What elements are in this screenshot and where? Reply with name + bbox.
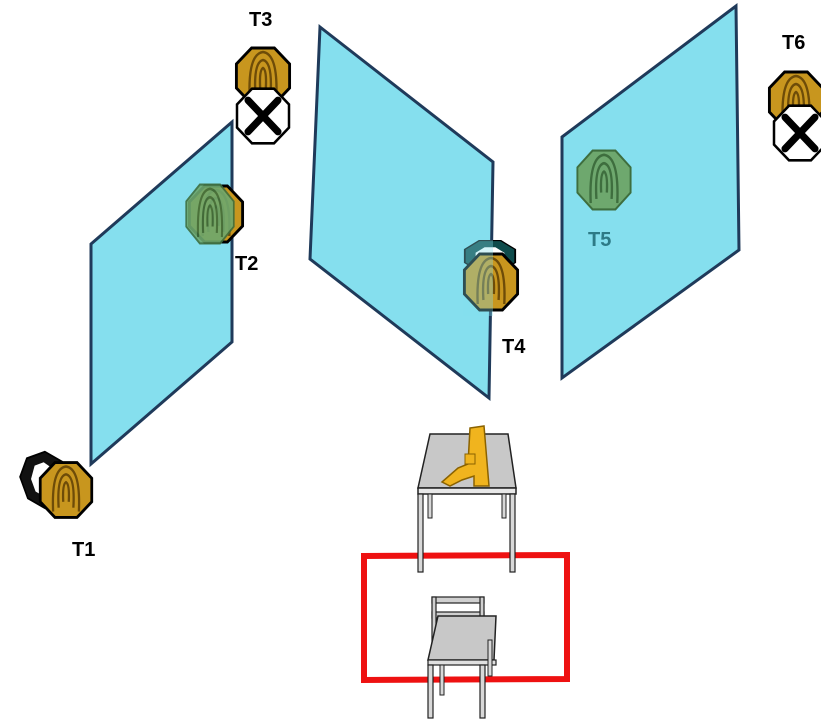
t3-no-shoot-x-icon xyxy=(237,89,289,144)
t1-target xyxy=(19,450,94,519)
t6-target xyxy=(767,70,821,161)
shooting-box xyxy=(361,551,570,684)
t2-label: T2 xyxy=(235,253,259,275)
t6-label: T6 xyxy=(782,32,806,54)
barrier-left xyxy=(89,118,234,468)
t3-target xyxy=(236,46,289,144)
t4-label: T4 xyxy=(502,336,526,358)
t1-steel-icon xyxy=(38,461,94,519)
barrier-right xyxy=(560,3,741,381)
barrier-center xyxy=(308,24,495,402)
t4-target xyxy=(462,240,520,316)
t2-green-overlay-icon xyxy=(184,183,236,245)
t2-target xyxy=(184,183,245,245)
t4-glass-overlay xyxy=(463,240,493,316)
t1-label: T1 xyxy=(72,539,96,561)
t5-label: T5 xyxy=(588,229,612,251)
t5-green-target-icon xyxy=(576,149,632,211)
pistol-icon xyxy=(440,425,490,487)
t6-no-shoot-x-icon xyxy=(774,106,821,161)
chair-icon xyxy=(427,596,497,719)
t3-label: T3 xyxy=(249,9,273,31)
